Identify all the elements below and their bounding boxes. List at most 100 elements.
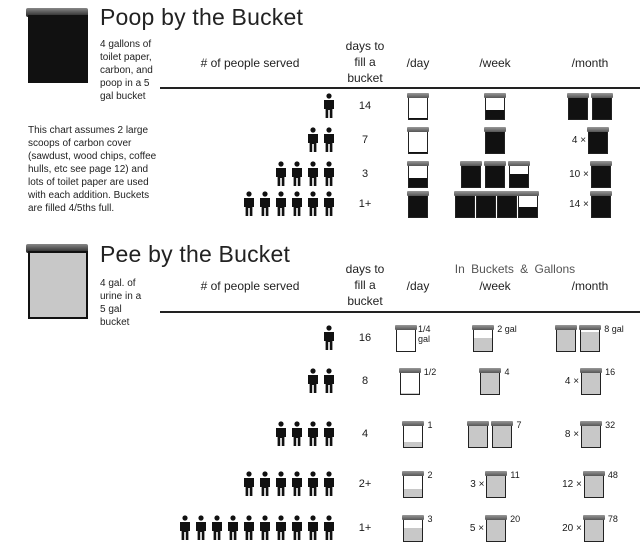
day-cell	[396, 187, 440, 221]
month-cell: 8 gal	[545, 321, 635, 355]
bucket-icon	[579, 325, 602, 352]
bucket-lid	[407, 127, 429, 132]
person-icon	[276, 515, 286, 540]
pee-header-month: /month	[571, 279, 609, 293]
bucket-icon	[582, 515, 605, 542]
bucket-body	[583, 519, 604, 542]
pee-header-week: /week	[479, 279, 511, 293]
bucket-icon	[460, 161, 482, 188]
bucket-fill-level	[456, 196, 474, 217]
bucket-lid	[407, 191, 429, 196]
gallons-label: 78	[607, 514, 618, 524]
bucket-icon	[485, 471, 508, 498]
table-row: 14	[0, 89, 640, 123]
gallons-label: 1/4 gal	[418, 324, 431, 344]
person-icon	[324, 325, 334, 350]
bucket-body	[473, 329, 494, 352]
bucket-lid	[589, 191, 612, 196]
bucket-lid	[407, 161, 429, 166]
day-cell	[396, 89, 440, 123]
bucket-lid	[484, 93, 506, 98]
day-cell	[396, 123, 440, 157]
multiplier: 3 ×	[470, 478, 485, 490]
bucket-fill-level	[404, 528, 423, 541]
bucket-body	[497, 195, 517, 218]
gallons-label: 1	[427, 420, 433, 430]
bucket-lid	[567, 93, 589, 98]
bucket-fill-level	[591, 166, 610, 187]
week-cell	[455, 123, 535, 157]
poop-assumptions-note: This chart assumes 2 large scoops of car…	[28, 125, 157, 214]
person-icon	[212, 515, 222, 540]
bucket-lid	[496, 191, 518, 196]
bucket-body	[461, 165, 481, 188]
bucket-fill-level	[519, 206, 537, 217]
bucket-lid	[555, 325, 578, 330]
person-icon	[228, 515, 238, 540]
bucket-icon	[589, 191, 612, 218]
bucket-icon	[407, 161, 429, 188]
bucket-body	[581, 372, 602, 395]
bucket-lid	[580, 421, 603, 426]
pee-title: Pee by the Bucket	[100, 241, 291, 267]
bucket-body	[396, 329, 416, 352]
pee-header-people: # of people served	[200, 279, 300, 293]
bucket-lid	[407, 93, 429, 98]
person-icon	[308, 515, 318, 540]
bucket-icon	[580, 421, 603, 448]
bucket-lid	[579, 325, 602, 330]
gallons-label: 7	[516, 420, 522, 430]
bucket-fill-level	[409, 177, 427, 187]
bucket-fill-level	[593, 98, 611, 119]
pee-subheader: In Buckets & Gallons	[454, 262, 576, 276]
multiplier: 12 ×	[562, 478, 582, 490]
bucket-lid	[484, 161, 506, 166]
person-icon	[292, 421, 302, 446]
week-cell: 2 gal	[455, 321, 535, 355]
week-cell	[455, 89, 535, 123]
person-icon	[260, 471, 270, 496]
gallons-label: 48	[607, 470, 618, 480]
bucket-lid	[398, 368, 421, 373]
bucket-icon	[407, 93, 429, 120]
gallons-label: 2 gal	[497, 324, 517, 334]
person-icon	[292, 471, 302, 496]
week-cell: 7	[455, 417, 535, 451]
people-served-count	[243, 187, 335, 221]
person-icon	[324, 127, 334, 152]
multiplier: 8 ×	[564, 428, 580, 440]
bucket-icon	[484, 127, 506, 154]
person-icon	[260, 191, 270, 216]
bucket-fill-level	[498, 196, 516, 217]
bucket-lid	[402, 421, 425, 426]
bucket-fill-level	[589, 132, 608, 153]
person-icon	[292, 191, 302, 216]
poop-header-week: /week	[479, 56, 511, 70]
bucket-body	[581, 425, 602, 448]
bucket-fill-level	[409, 196, 427, 217]
bucket-fill-level	[582, 426, 601, 447]
bucket-fill-level	[510, 174, 528, 187]
poop-title: Poop by the Bucket	[100, 4, 304, 30]
bucket-icon	[398, 368, 421, 395]
days-to-fill: 2+	[358, 478, 372, 490]
pee-bucket-description: 4 gal. of urine in a 5 gal bucket	[100, 278, 142, 328]
bucket-icon	[496, 191, 518, 218]
days-to-fill: 1+	[358, 522, 372, 534]
bucket-lid	[582, 515, 605, 520]
days-to-fill: 3	[361, 168, 369, 180]
bucket-body	[568, 97, 588, 120]
month-cell: 8 ×32	[545, 417, 635, 451]
bucket-fill-level	[474, 338, 493, 351]
person-icon	[308, 161, 318, 186]
bucket-fill-level	[569, 98, 587, 119]
person-icon	[292, 515, 302, 540]
bucket-icon	[567, 93, 589, 120]
bucket-lid	[479, 368, 502, 373]
bucket-fill-level	[486, 132, 504, 153]
day-cell: 3	[396, 511, 440, 545]
bucket-icon	[591, 93, 613, 120]
bucket-icon	[454, 191, 476, 218]
